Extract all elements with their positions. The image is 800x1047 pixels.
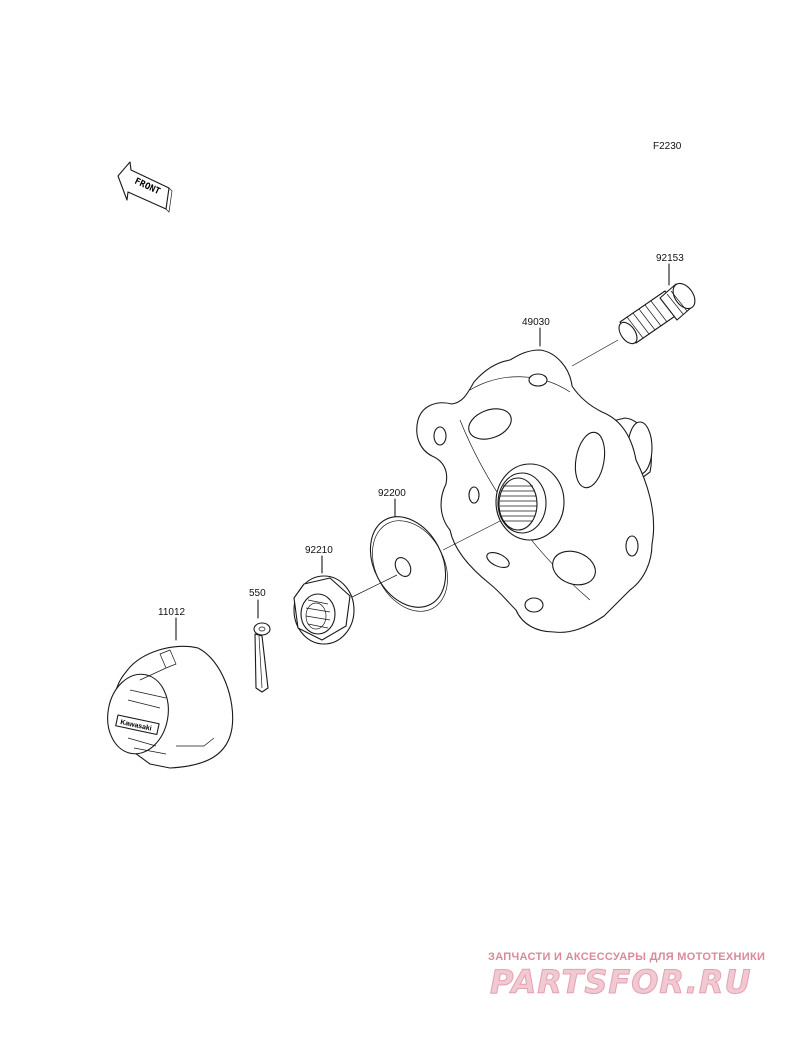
part-550-cotter-pin	[253, 599, 271, 693]
front-arrow-icon: FRONT	[117, 161, 173, 213]
part-49030-hub	[416, 327, 655, 633]
label-92153: 92153	[656, 253, 684, 264]
leader-92200	[349, 574, 398, 599]
part-11012-hub-cap: Kawasaki	[107, 617, 234, 769]
label-11012: 11012	[158, 607, 186, 618]
label-49030: 49030	[522, 317, 550, 328]
watermark-tagline: ЗАПЧАСТИ И АКСЕССУАРЫ ДЛЯ МОТОТЕХНИКИ	[488, 951, 766, 963]
figure-code: F2230	[653, 141, 682, 152]
part-92153-stud-bolt	[618, 263, 696, 345]
leader-92153	[571, 339, 619, 367]
label-92210: 92210	[305, 545, 333, 556]
part-92200-washer	[369, 498, 448, 612]
label-92200: 92200	[378, 488, 406, 499]
label-550: 550	[249, 588, 266, 599]
leader-hub-axis	[442, 520, 501, 551]
watermark-logo: PARTSFOR.RU	[490, 963, 752, 1002]
part-92210-nut	[293, 555, 355, 645]
